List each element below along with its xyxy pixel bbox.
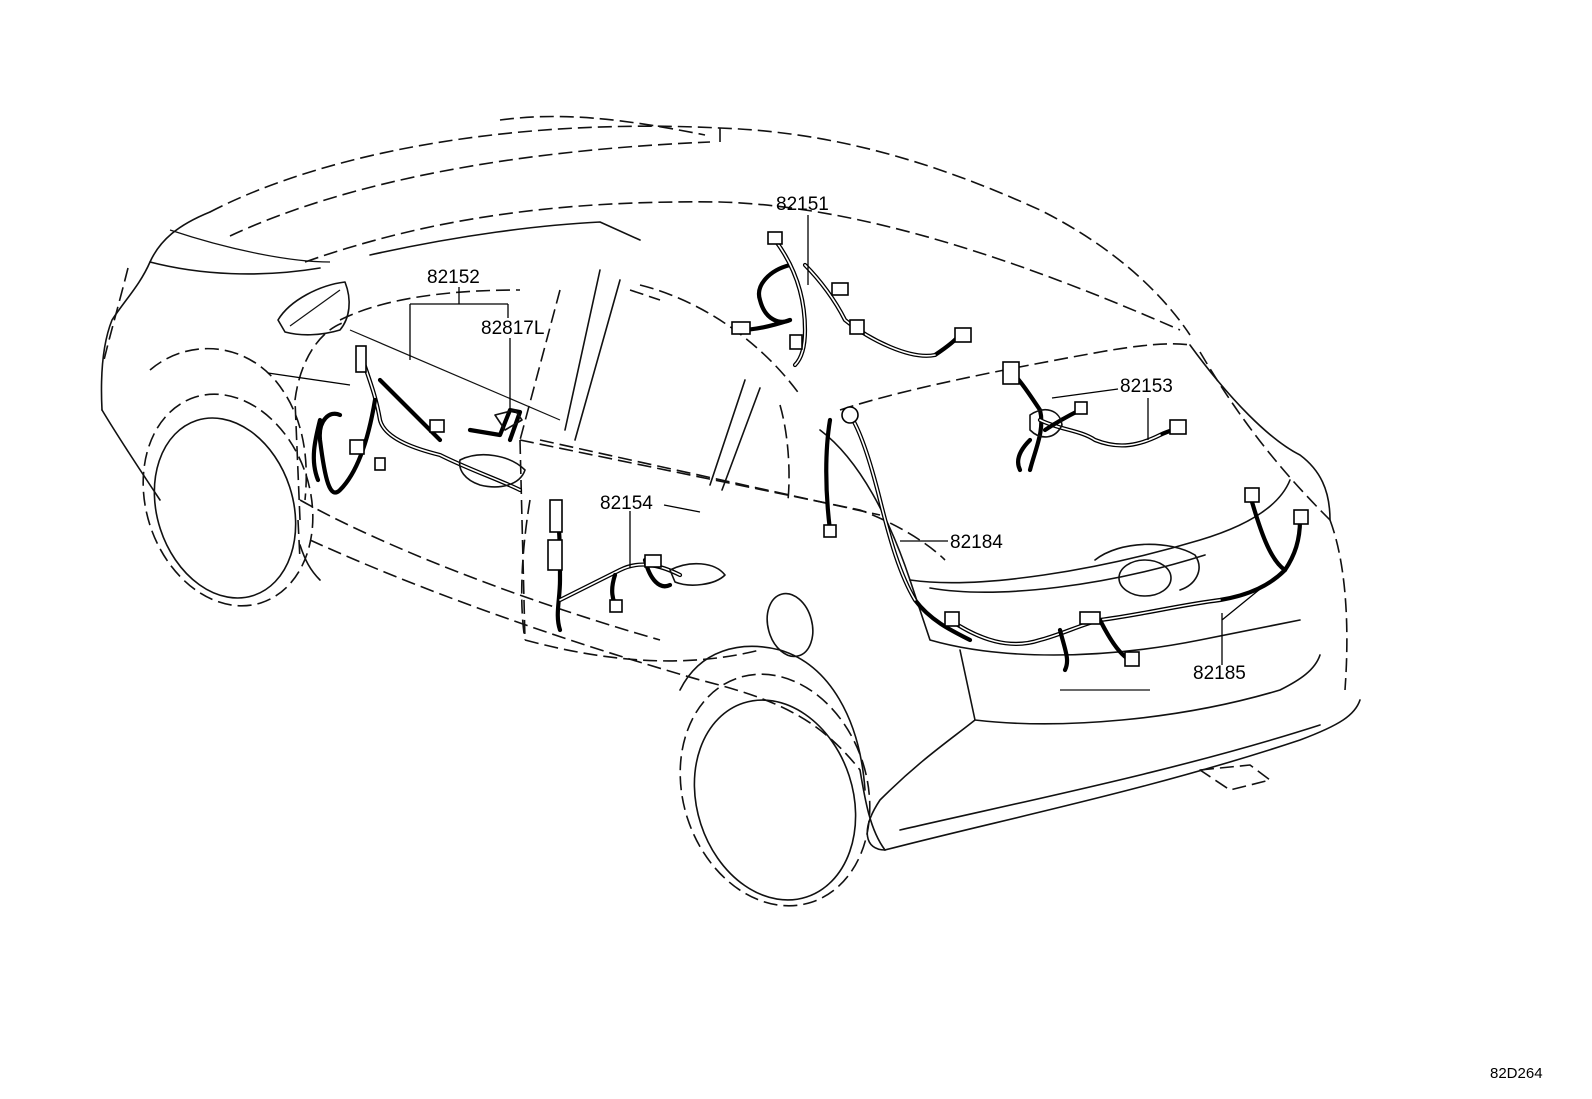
part-label-82153: 82153 [1120,376,1173,397]
car-body-outline [100,115,1361,907]
diagram-code: 82D264 [1490,1065,1543,1082]
leader-lines [267,215,1266,665]
harness-82185 [944,487,1309,673]
part-label-82154: 82154 [600,493,653,514]
part-label-82151: 82151 [776,194,829,215]
harness-82153 [1002,361,1187,473]
bracket-82817L [467,407,523,443]
harness-82184 [823,406,973,643]
part-label-82817L: 82817L [481,318,544,339]
harness-82154 [547,499,726,633]
part-labels: 82151 82152 82817L 82153 82154 82184 821… [427,194,1543,1082]
part-label-82152: 82152 [427,267,480,288]
part-label-82184: 82184 [950,532,1003,553]
part-label-82185: 82185 [1193,663,1246,684]
harness-82151 [731,231,972,368]
harness-82152 [311,345,526,495]
